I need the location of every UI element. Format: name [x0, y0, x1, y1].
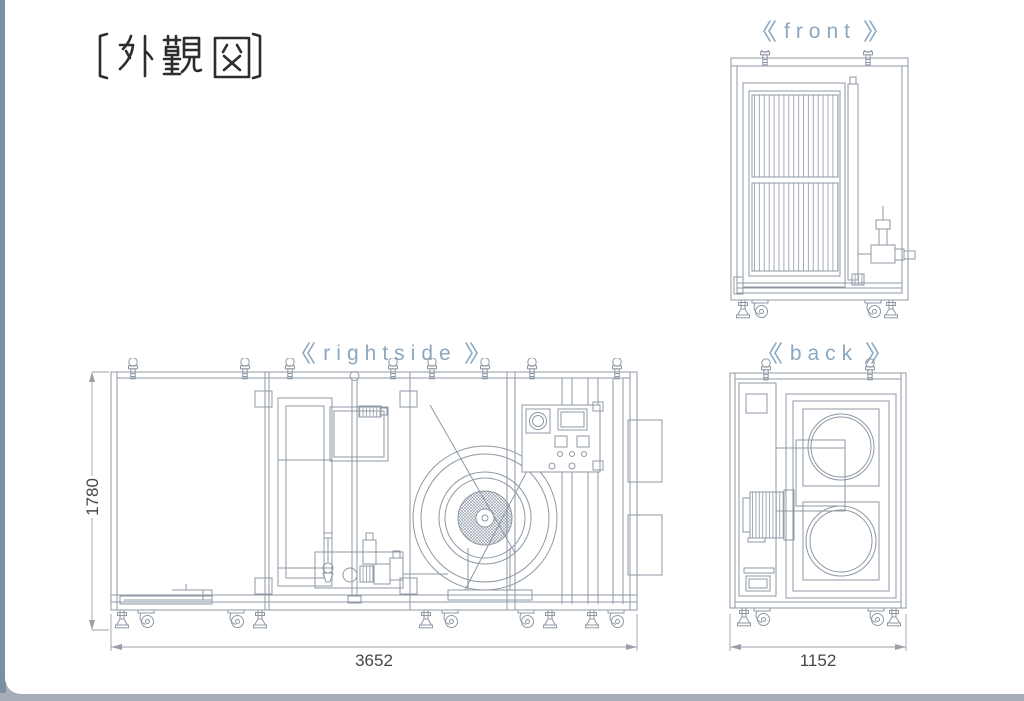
- bottom-feet: [115, 609, 625, 629]
- leveling-foot-icon: [736, 299, 750, 319]
- leveling-foot-icon: [884, 299, 898, 319]
- display-icon: [557, 408, 588, 431]
- page-title-glyphs: [98, 32, 262, 80]
- eyebolt-icon: [865, 358, 875, 381]
- page-bottom-border: [0, 693, 1024, 701]
- dimension-height-label: 1780: [83, 478, 102, 516]
- back-left-panel: [738, 382, 777, 597]
- eyebolt-icon: [863, 50, 873, 66]
- eyebolt-icon: [761, 358, 771, 381]
- rightside-cabinet-outline: [110, 371, 638, 611]
- height-dimension: 1780: [83, 371, 109, 631]
- double-angle-left-icon: [763, 20, 776, 42]
- page-title: 〔外観図〕: [92, 28, 268, 89]
- page-left-border: [0, 0, 6, 701]
- front-cabinet-outline: [730, 57, 909, 301]
- top-eyebolts: [128, 358, 622, 380]
- back-view-drawing: 1152: [729, 358, 907, 670]
- length-dimension: 3652: [110, 614, 638, 670]
- piping-assembly: [314, 532, 448, 589]
- double-angle-right-icon: [464, 342, 478, 364]
- back-fan-panel: [775, 393, 897, 599]
- back-view-label-text: back: [789, 341, 859, 365]
- dimension-depth-label: 1152: [800, 651, 837, 670]
- rightside-view-label-text: rightside: [323, 341, 457, 365]
- eyebolt-icon: [760, 50, 770, 66]
- front-view-label-text: front: [783, 19, 857, 43]
- caster-wheel-icon: [864, 299, 882, 318]
- back-cabinet-outline: [729, 372, 907, 609]
- double-angle-left-icon: [768, 342, 782, 364]
- middle-section-frame: [254, 371, 418, 604]
- front-view-label: front: [705, 18, 935, 44]
- front-base-rail: [733, 276, 903, 295]
- leveling-foot-icon: [887, 607, 901, 627]
- rightside-view-drawing: 1780 3652: [83, 358, 663, 670]
- back-motor: [742, 489, 795, 543]
- front-drain-valve: [858, 206, 916, 264]
- caster-wheel-icon: [753, 607, 771, 626]
- back-view-label: back: [713, 340, 935, 366]
- dimension-length-label: 3652: [355, 651, 393, 670]
- double-angle-left-icon: [302, 342, 316, 364]
- caster-wheel-icon: [751, 299, 769, 318]
- control-panel: [521, 401, 604, 473]
- door-bottom-rail: [119, 584, 213, 605]
- rightside-view-label: rightside: [275, 340, 505, 366]
- double-angle-right-icon: [864, 20, 877, 42]
- front-view-drawing: [730, 50, 916, 319]
- front-louver-door: [742, 82, 846, 288]
- front-pipe: [847, 76, 865, 286]
- leveling-foot-icon: [737, 607, 751, 627]
- side-duct-flanges: [627, 419, 663, 576]
- double-angle-right-icon: [866, 342, 880, 364]
- gauge-icon: [529, 412, 547, 430]
- caster-wheel-icon: [867, 607, 885, 626]
- depth-dimension: 1152: [729, 614, 907, 670]
